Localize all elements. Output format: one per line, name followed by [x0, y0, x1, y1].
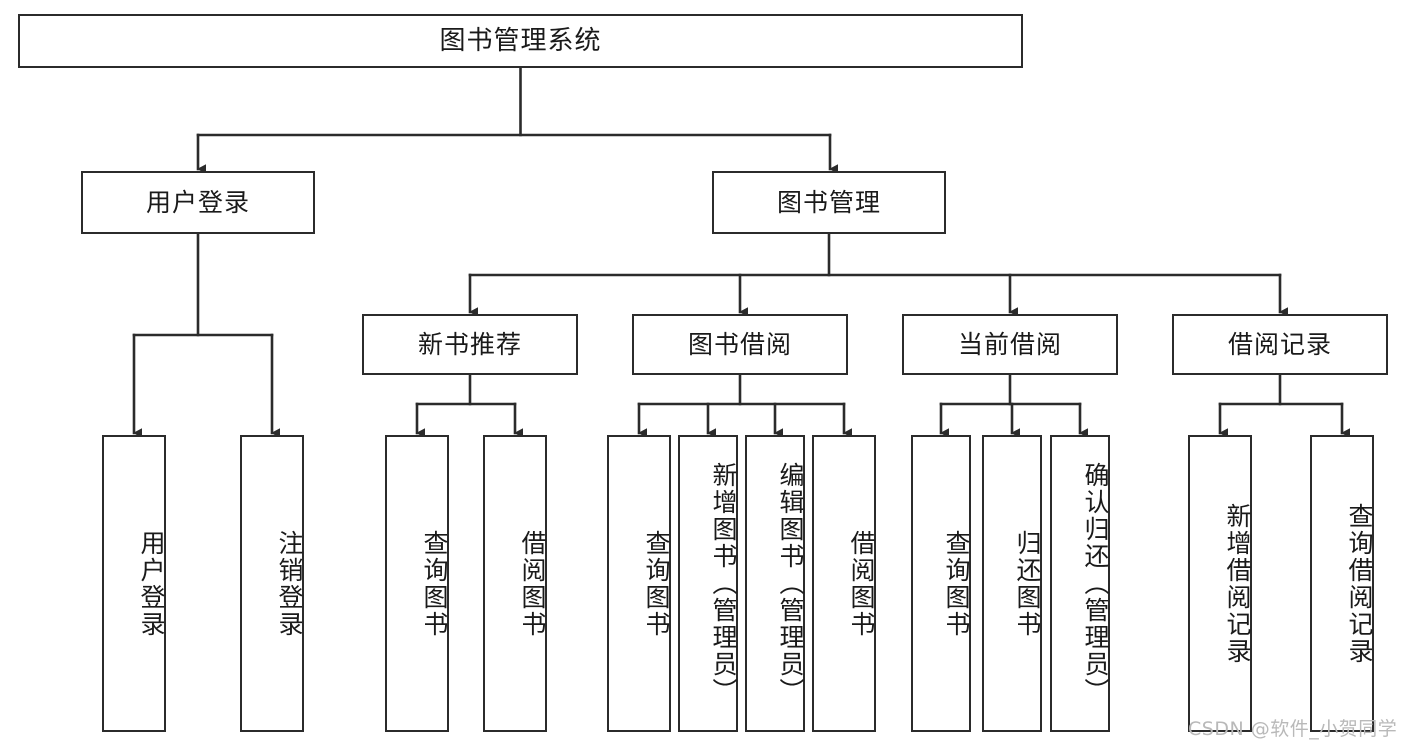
leaf-query-book-recommend[interactable]: 查询图书	[385, 435, 449, 732]
node-book-borrow[interactable]: 图书借阅	[632, 314, 848, 375]
node-label: 借阅记录	[1227, 329, 1332, 359]
leaf-borrow-book-recommend[interactable]: 借阅图书	[483, 435, 547, 732]
leaf-add-borrow-record[interactable]: 新增借阅记录	[1188, 435, 1252, 732]
node-label: 借阅图书	[518, 529, 547, 638]
leaf-logout-login[interactable]: 注销登录	[240, 435, 304, 732]
node-borrow-record[interactable]: 借阅记录	[1172, 314, 1388, 375]
leaf-user-login[interactable]: 用户登录	[102, 435, 166, 732]
node-label: 查询图书	[420, 529, 449, 638]
leaf-query-book-borrow[interactable]: 查询图书	[607, 435, 671, 732]
node-label: 查询借阅记录	[1345, 502, 1374, 665]
node-label: 图书管理系统	[439, 25, 602, 56]
leaf-borrow-book[interactable]: 借阅图书	[812, 435, 876, 732]
node-label: 新增借阅记录	[1223, 502, 1252, 665]
node-label: 新书推荐	[417, 329, 522, 359]
node-label: 新增图书（管理员）	[709, 462, 738, 705]
node-label: 当前借阅	[957, 329, 1062, 359]
node-new-book-recommend[interactable]: 新书推荐	[362, 314, 578, 375]
node-label: 图书管理	[776, 187, 881, 217]
leaf-return-book[interactable]: 归还图书	[982, 435, 1042, 732]
node-user-login[interactable]: 用户登录	[81, 171, 315, 234]
node-label: 图书借阅	[687, 329, 792, 359]
watermark-text: CSDN @软件_小贺同学	[1188, 718, 1398, 740]
leaf-add-book-admin[interactable]: 新增图书（管理员）	[678, 435, 738, 732]
node-root-book-management-system[interactable]: 图书管理系统	[18, 14, 1023, 68]
leaf-query-book-current[interactable]: 查询图书	[911, 435, 971, 732]
node-label: 用户登录	[137, 529, 166, 638]
node-label: 用户登录	[145, 187, 250, 217]
leaf-query-borrow-record[interactable]: 查询借阅记录	[1310, 435, 1374, 732]
node-label: 借阅图书	[847, 529, 876, 638]
node-label: 注销登录	[275, 529, 304, 638]
node-current-borrow[interactable]: 当前借阅	[902, 314, 1118, 375]
node-label: 编辑图书（管理员）	[776, 462, 805, 705]
node-label: 查询图书	[942, 529, 971, 638]
node-label: 归还图书	[1013, 529, 1042, 638]
node-label: 查询图书	[642, 529, 671, 638]
leaf-confirm-return-admin[interactable]: 确认归还（管理员）	[1050, 435, 1110, 732]
node-book-management[interactable]: 图书管理	[712, 171, 946, 234]
node-label: 确认归还（管理员）	[1081, 462, 1110, 705]
leaf-edit-book-admin[interactable]: 编辑图书（管理员）	[745, 435, 805, 732]
